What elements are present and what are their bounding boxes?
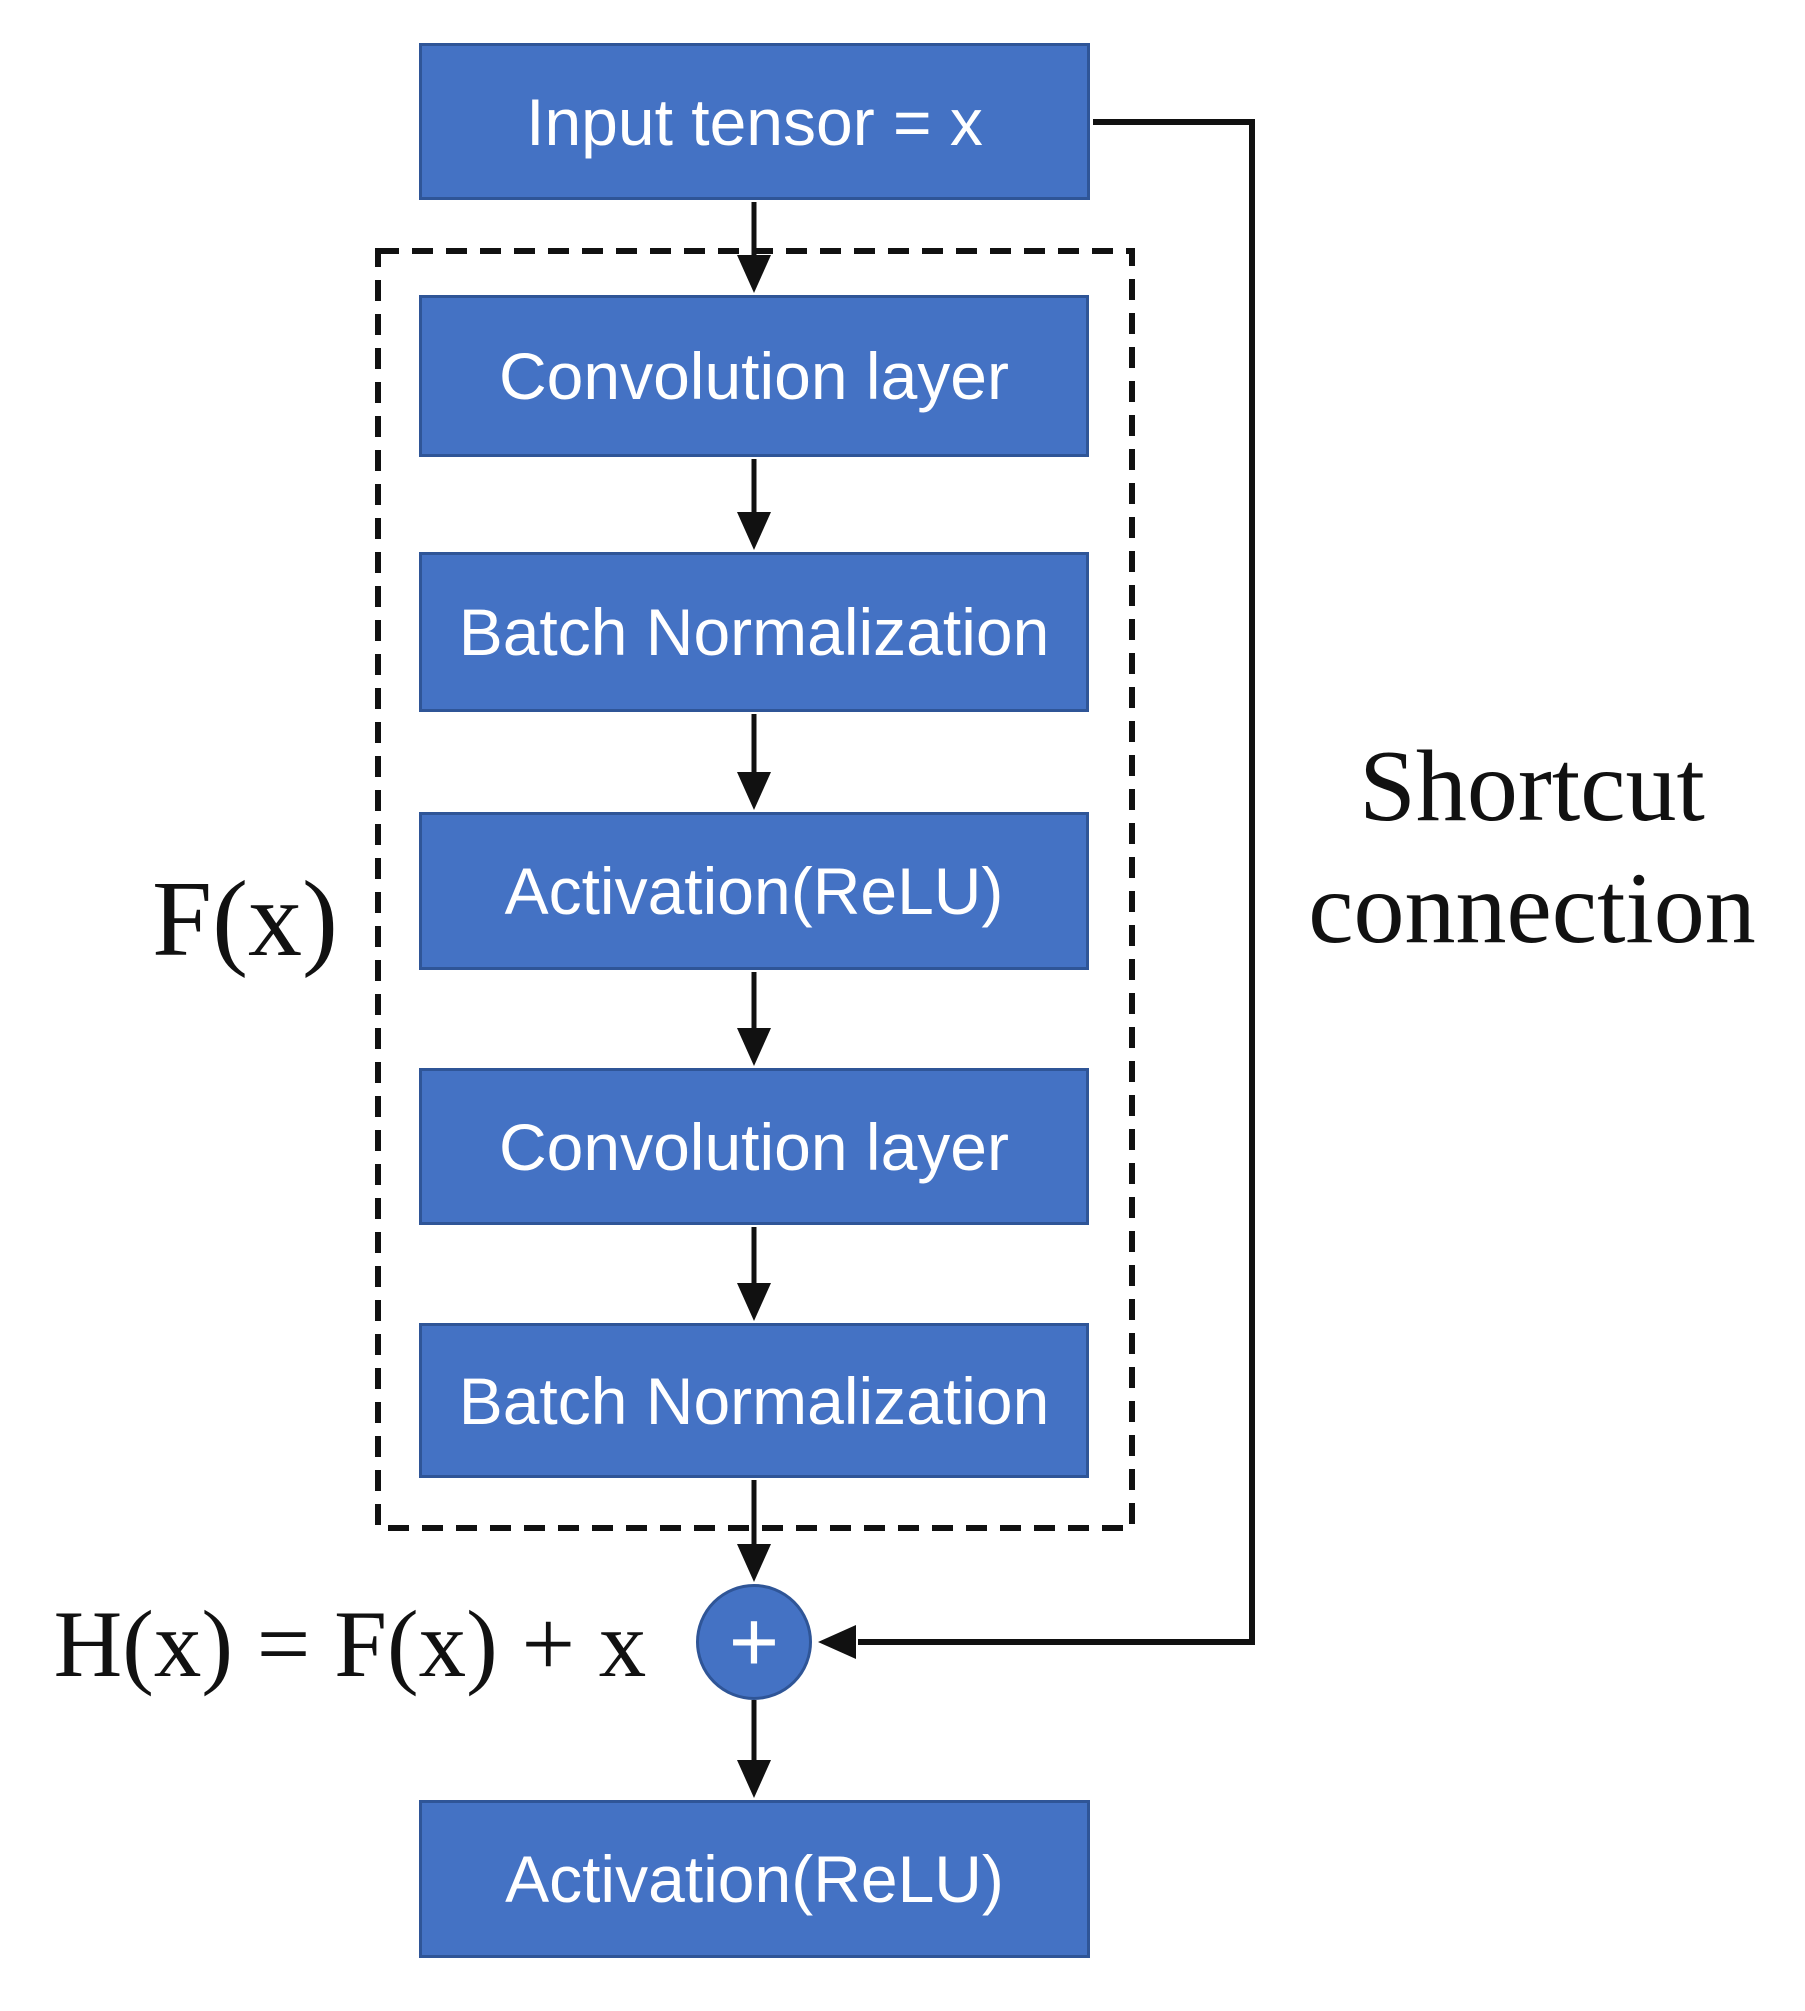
shortcut-connection-arrow-head (818, 1625, 856, 1659)
node-activation-relu-output: Activation(ReLU) (419, 1800, 1090, 1958)
arrow-bn1-to-relu1-head (737, 772, 771, 810)
arrow-conv2-to-bn2-head (737, 1283, 771, 1321)
node-convolution-layer-2: Convolution layer (419, 1068, 1089, 1225)
node-batch-normalization-1: Batch Normalization (419, 552, 1089, 712)
equation-label: H(x) = F(x) + x (53, 1591, 647, 1697)
node-batch-normalization-2: Batch Normalization (419, 1323, 1089, 1478)
node-convolution-layer-1-label: Convolution layer (499, 339, 1009, 413)
shortcut-connection-label: Shortcut connection (1308, 729, 1756, 965)
node-input-tensor-label: Input tensor = x (526, 84, 983, 159)
node-input-tensor: Input tensor = x (419, 43, 1090, 200)
arrow-relu1-to-conv2-head (737, 1028, 771, 1066)
node-activation-relu-1: Activation(ReLU) (419, 812, 1089, 970)
node-activation-relu-1-label: Activation(ReLU) (504, 854, 1004, 928)
arrow-conv1-to-bn1-head (737, 512, 771, 550)
fx-label: F(x) (152, 860, 338, 979)
add-junction: + (696, 1584, 812, 1700)
node-batch-normalization-2-label: Batch Normalization (458, 1363, 1050, 1438)
plus-icon: + (728, 1593, 780, 1690)
node-batch-normalization-1-label: Batch Normalization (458, 595, 1050, 669)
arrow-add-to-output-head (737, 1760, 771, 1798)
arrow-input-to-conv1-head (737, 255, 771, 293)
arrow-bn2-to-add-head (737, 1544, 771, 1582)
node-convolution-layer-2-label: Convolution layer (499, 1109, 1009, 1184)
shortcut-connection-line (858, 119, 1255, 1645)
node-convolution-layer-1: Convolution layer (419, 295, 1089, 457)
node-activation-relu-output-label: Activation(ReLU) (505, 1842, 1004, 1916)
